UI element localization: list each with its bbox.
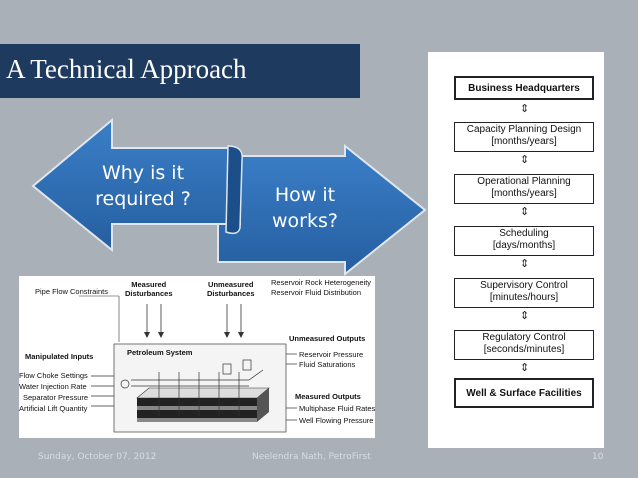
right-arrow-shape	[217, 143, 427, 277]
reservoir-layers	[136, 387, 270, 422]
label-line: Measured	[131, 280, 167, 289]
level-label: Capacity Planning Design	[466, 124, 582, 135]
connector-icon: ⇕	[520, 154, 530, 166]
level-label: Operational Planning	[477, 176, 571, 187]
reservoir-pressure-label: Reservoir Pressure	[299, 350, 364, 359]
pipe-flow-constraints-label: Pipe Flow Constraints	[35, 287, 108, 296]
connector-icon: ⇕	[520, 362, 530, 374]
reservoir-rock-label: Reservoir Rock Heterogeneity	[271, 278, 372, 287]
unmeasured-outputs-label: Unmeasured Outputs	[289, 334, 366, 343]
petroleum-system-diagram: Pipe Flow Constraints Measured Disturban…	[19, 276, 375, 438]
left-arrow-line1: Why is it	[101, 162, 185, 184]
level-well-surface-facilities: Well & Surface Facilities	[454, 378, 594, 408]
right-arrow-line1: How it	[274, 184, 336, 206]
unmeasured-disturbances-label: Unmeasured Disturbances	[207, 280, 255, 298]
level-label: Scheduling	[499, 228, 549, 239]
arrow-fold	[225, 145, 243, 235]
diagram-lines	[79, 295, 297, 433]
level-scheduling: Scheduling [days/months]	[454, 226, 594, 256]
connector-icon: ⇕	[520, 206, 530, 218]
footer-date: Sunday, October 07, 2012	[38, 452, 157, 462]
water-injection-label: Water Injection Rate	[19, 382, 87, 391]
title-bar: A Technical Approach	[0, 44, 360, 98]
level-sublabel: [months/years]	[491, 136, 557, 147]
label-line: Disturbances	[207, 289, 255, 298]
reservoir-fluid-label: Reservoir Fluid Distribution	[271, 288, 362, 297]
level-sublabel: [seconds/minutes]	[483, 344, 565, 355]
right-arrow-line2: works?	[272, 210, 338, 232]
level-capacity-planning: Capacity Planning Design [months/years]	[454, 122, 594, 152]
level-label: Regulatory Control	[482, 332, 566, 343]
level-operational-planning: Operational Planning [months/years]	[454, 174, 594, 204]
manipulated-inputs-label: Manipulated Inputs	[25, 352, 94, 361]
level-business-headquarters: Business Headquarters	[454, 76, 594, 100]
well-flowing-label: Well Flowing Pressure	[299, 416, 374, 425]
label-line: Unmeasured	[208, 280, 254, 289]
petroleum-system-label: Petroleum System	[127, 348, 193, 357]
level-label: Business Headquarters	[468, 83, 580, 94]
measured-disturbances-label: Measured Disturbances	[125, 280, 173, 298]
level-sublabel: [days/months]	[492, 240, 556, 251]
left-arrow-line2: required ?	[95, 188, 191, 210]
level-sublabel: [months/years]	[491, 188, 557, 199]
level-sublabel: [minutes/hours]	[489, 292, 559, 303]
footer-page-number: 10	[592, 452, 604, 462]
connector-icon: ⇕	[520, 310, 530, 322]
connector-icon: ⇕	[520, 258, 530, 270]
level-supervisory-control: Supervisory Control [minutes/hours]	[454, 278, 594, 308]
multiphase-fluid-label: Multiphase Fluid Rates	[299, 404, 376, 413]
connector-icon: ⇕	[520, 103, 530, 115]
level-label: Supervisory Control	[480, 280, 568, 291]
slide-title: A Technical Approach	[6, 54, 247, 84]
label-line: Disturbances	[125, 289, 173, 298]
footer-author: Neelendra Nath, PetroFirst	[252, 452, 371, 462]
left-arrow-shape	[31, 117, 242, 253]
level-regulatory-control: Regulatory Control [seconds/minutes]	[454, 330, 594, 360]
fluid-saturations-label: Fluid Saturations	[299, 360, 356, 369]
level-label: Well & Surface Facilities	[466, 388, 582, 399]
measured-outputs-label: Measured Outputs	[295, 392, 361, 401]
right-arrow-label: How it works?	[250, 182, 360, 234]
artificial-lift-label: Artificial Lift Quantity	[19, 404, 88, 413]
left-arrow-label: Why is it required ?	[78, 160, 208, 212]
control-hierarchy-panel: Business Headquarters ⇕ Capacity Plannin…	[428, 52, 604, 448]
flow-choke-label: Flow Choke Settings	[19, 371, 88, 380]
separator-pressure-label: Separator Pressure	[23, 393, 89, 402]
